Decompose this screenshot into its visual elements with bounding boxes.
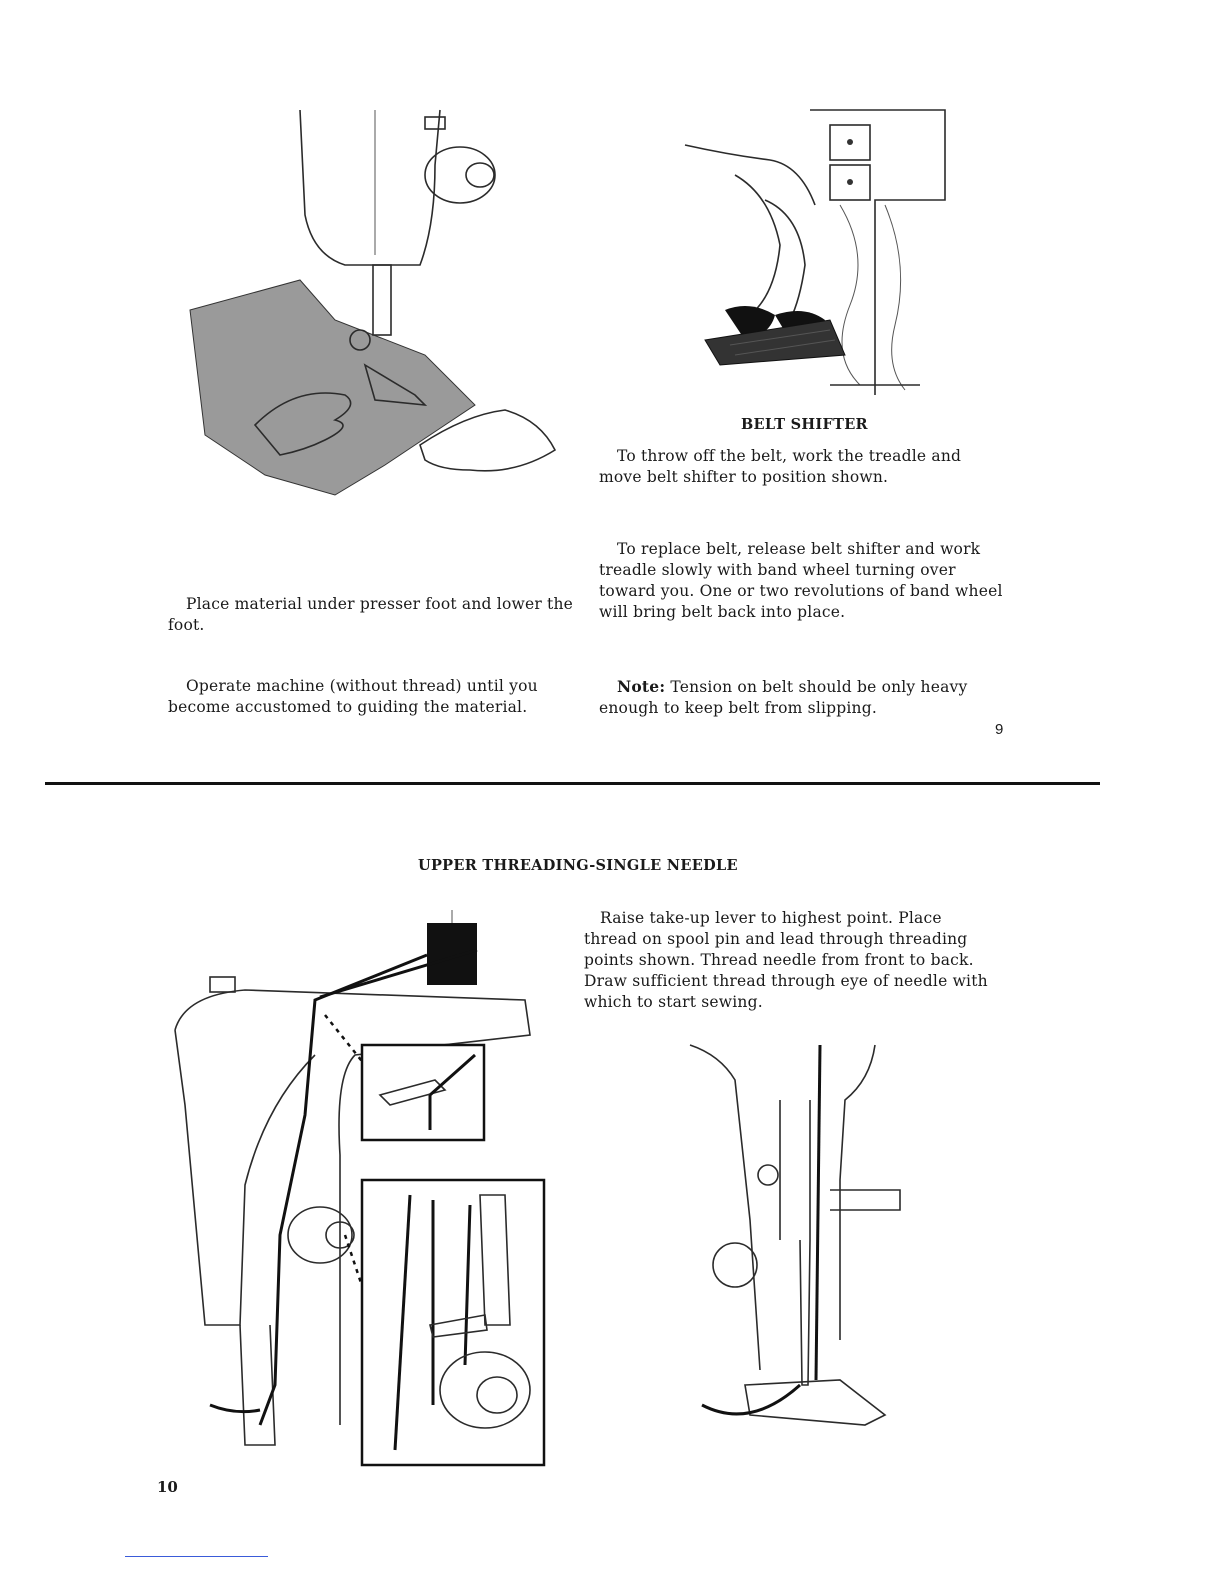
belt-shifter-para-1: To throw off the belt, work the treadle …	[599, 447, 962, 486]
needle-closeup-illustration	[689, 1044, 901, 1426]
material-para-2: Operate machine (without thread) until y…	[168, 677, 538, 716]
footer-link-line	[125, 1556, 268, 1557]
note-label: Note:	[617, 677, 666, 696]
material-under-foot-illustration	[189, 109, 557, 496]
material-para-1: Place material under presser foot and lo…	[168, 595, 574, 634]
page-divider	[45, 782, 1100, 785]
page-number-9: 9	[995, 721, 1004, 738]
belt-note: Note: Tension on belt should be only hea…	[599, 676, 1009, 719]
belt-shifter-para-2: To replace belt, release belt shifter an…	[599, 540, 1003, 621]
page-number-10: 10	[157, 1478, 178, 1496]
upper-threading-illustration	[174, 910, 546, 1467]
belt-shifter-illustration	[684, 109, 946, 395]
belt-shifter-heading: BELT SHIFTER	[741, 416, 868, 433]
upper-threading-heading: UPPER THREADING-SINGLE NEEDLE	[418, 857, 738, 874]
upper-threading-para: Raise take-up lever to highest point. Pl…	[584, 909, 988, 1011]
note-text: Tension on belt should be only heavy eno…	[599, 678, 968, 717]
